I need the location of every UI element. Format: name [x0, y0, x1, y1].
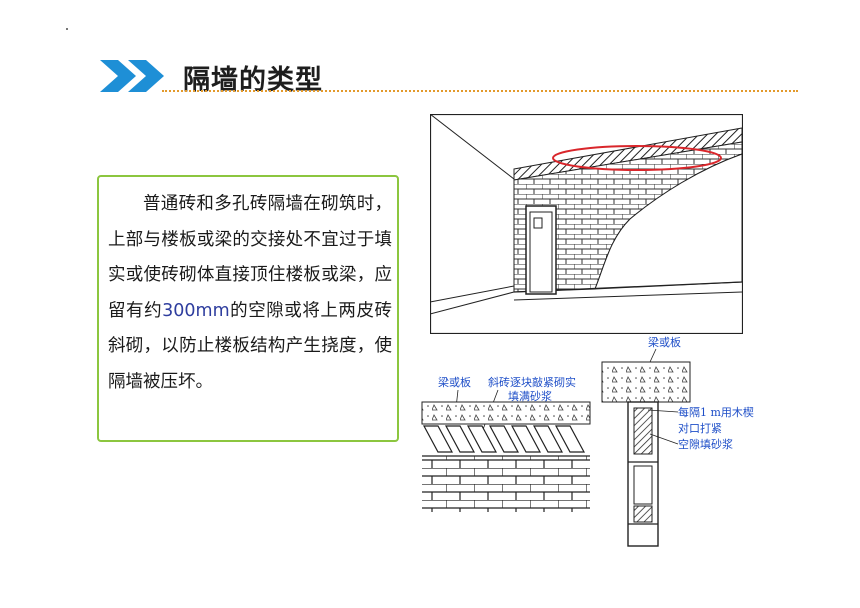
- label-gap-mortar: 空隙填砂浆: [678, 437, 733, 451]
- double-chevron-icon: [100, 60, 164, 92]
- slide-header: 隔墙的类型: [100, 56, 800, 96]
- corner-dot: [66, 28, 68, 30]
- diagonal-brick-detail: 梁或板 斜砖逐块敲紧砌实 填满砂浆: [421, 375, 591, 512]
- label-beam-right: 梁或板: [648, 335, 681, 349]
- description-text: 普通砖和多孔砖隔墙在砌筑时，上部与楼板或梁的交接处不宜过于填实或使砖砌体直接顶住…: [108, 187, 392, 400]
- label-beam-left: 梁或板: [438, 375, 471, 389]
- room-wall-illustration: [430, 114, 743, 334]
- description-highlight: 300mm: [162, 300, 230, 321]
- label-diagonal-brick: 斜砖逐块敲紧砌实: [488, 375, 576, 389]
- description-part-1: 普通砖和多孔砖隔墙在砌筑时，上部与楼板或梁的交接处不宜过于填实或使砖砌体直接顶住…: [108, 194, 392, 321]
- wedge-gap-detail: 梁或板 每隔1 m用木楔 对口打紧 空隙填砂浆: [601, 335, 754, 547]
- title-underline: [162, 90, 798, 92]
- description-part-2: 的空隙或将上两皮砖斜砌，以防止楼板结构产生挠度，使隔墙被压坏。: [108, 300, 392, 392]
- label-fill-mortar: 填满砂浆: [508, 389, 552, 403]
- label-tighten: 对口打紧: [678, 421, 722, 435]
- label-wooden-wedge: 每隔1 m用木楔: [678, 405, 754, 419]
- description-box: 普通砖和多孔砖隔墙在砌筑时，上部与楼板或梁的交接处不宜过于填实或使砖砌体直接顶住…: [97, 175, 399, 442]
